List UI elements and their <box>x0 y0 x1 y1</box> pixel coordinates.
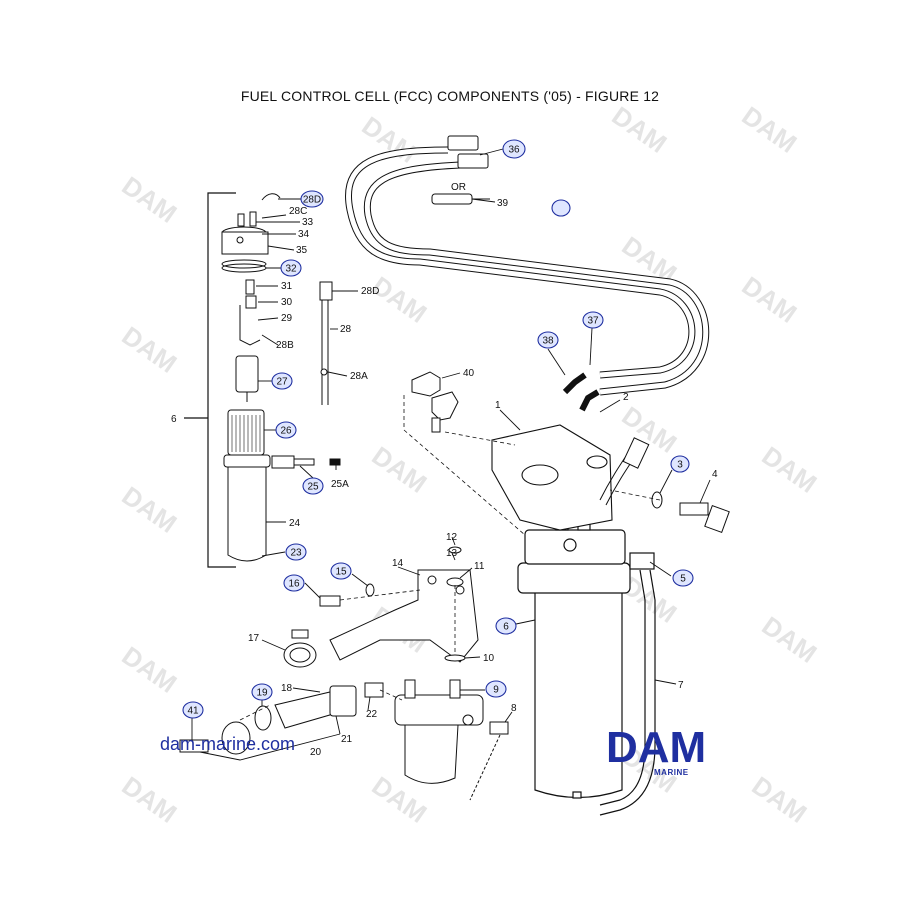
watermark-text: DAM <box>737 270 803 329</box>
inlet-fittings <box>179 629 384 755</box>
dam-marine-logo: DAM <box>606 726 706 772</box>
watermark-text: DAM <box>117 770 183 829</box>
part-label: 14 <box>392 558 404 569</box>
part-label: 10 <box>483 653 495 664</box>
mount-bracket-14 <box>319 546 479 663</box>
watermark-text: DAM <box>757 440 823 499</box>
part-label: 12 <box>446 532 458 543</box>
watermark-text: DAM <box>747 770 813 829</box>
assembly-lines <box>239 395 661 721</box>
watermark-text: DAM <box>117 170 183 229</box>
part-label: 30 <box>281 297 293 308</box>
circled-callout-text: 28D 32 27 26 25 23 36 38 37 3 5 6 15 16 … <box>187 145 686 717</box>
callout-label: 27 <box>276 377 288 388</box>
part-label: 28D <box>361 286 379 297</box>
callout-label: 36 <box>508 145 520 156</box>
part-label: 34 <box>298 229 310 240</box>
watermark-text: DAM <box>617 400 683 459</box>
part-label: 28C <box>289 206 307 217</box>
hose-fittings <box>431 135 490 205</box>
callout-label: 23 <box>290 548 302 559</box>
part-label: 2 <box>623 392 629 403</box>
part-label: 7 <box>678 680 684 691</box>
part-label: 11 <box>474 561 485 572</box>
part-label: 29 <box>281 313 293 324</box>
circled-callouts <box>182 139 694 719</box>
water-separator <box>394 679 509 801</box>
mounting-bracket <box>491 424 613 531</box>
callout-label: 9 <box>493 685 499 696</box>
part-label: 22 <box>366 709 378 720</box>
part-label: 35 <box>296 245 308 256</box>
callout-label: 3 <box>677 460 683 471</box>
watermark-text: DAM <box>367 440 433 499</box>
watermark-text: DAM <box>117 640 183 699</box>
part-label: 28B <box>276 340 294 351</box>
part-label: 28 <box>340 324 352 335</box>
callout-label: 5 <box>680 574 686 585</box>
callout-label: 19 <box>256 688 268 699</box>
part-labels: 28C 33 34 35 31 30 29 28B 28D 28 28A 25A… <box>171 198 718 758</box>
part-label: 20 <box>310 747 322 758</box>
elbow-fitting <box>411 371 459 433</box>
part-label: 13 <box>446 548 458 559</box>
callout-label: 28D <box>303 195 321 206</box>
watermark-text: DAM <box>757 610 823 669</box>
harness-connector <box>599 437 650 506</box>
callout-label: 32 <box>285 264 297 275</box>
part-label: 33 <box>302 217 314 228</box>
callout-label: 16 <box>288 579 300 590</box>
watermark-text: DAM <box>367 270 433 329</box>
figure-title: FUEL CONTROL CELL (FCC) COMPONENTS ('05)… <box>240 88 660 104</box>
website-link[interactable]: dam-marine.com <box>160 734 296 754</box>
callout-label: 26 <box>280 426 292 437</box>
callout-label: 37 <box>587 316 599 327</box>
fuel-hoses <box>345 146 710 412</box>
part-label: 8 <box>511 703 517 714</box>
part-label: 25A <box>331 479 349 490</box>
watermark-text: DAM <box>607 100 673 159</box>
part-label: 28A <box>350 371 368 382</box>
callout-label: 41 <box>187 706 199 717</box>
part-label: 4 <box>712 469 718 480</box>
group-bracket <box>184 192 236 568</box>
leader-lines <box>191 148 711 761</box>
watermark-text: DAM <box>117 480 183 539</box>
callout-label: 6 <box>503 622 509 633</box>
part-label: 40 <box>463 368 475 379</box>
part-label: 6 <box>171 414 177 425</box>
fuel-cell-canister <box>517 504 631 799</box>
logo-subtext: MARINE <box>654 768 689 777</box>
watermark-text: DAM <box>117 320 183 379</box>
part-label: 21 <box>341 734 353 745</box>
logo-text: DAM <box>606 726 706 772</box>
watermark-text: DAM <box>737 100 803 159</box>
part-label: 39 <box>497 198 509 209</box>
fuel-pump-stack <box>221 193 341 562</box>
return-pipe <box>599 552 656 816</box>
part-label: 31 <box>281 281 293 292</box>
sensor-wire <box>319 281 333 405</box>
callout-label: 25 <box>307 482 319 493</box>
part-label: 24 <box>289 518 301 529</box>
callout-label: 15 <box>335 567 347 578</box>
part-label: 18 <box>281 683 293 694</box>
callout-label: 38 <box>542 336 554 347</box>
part-label: 17 <box>248 633 260 644</box>
bolt-4 <box>651 491 730 534</box>
part-label: 1 <box>495 400 501 411</box>
or-label: OR <box>451 182 466 193</box>
